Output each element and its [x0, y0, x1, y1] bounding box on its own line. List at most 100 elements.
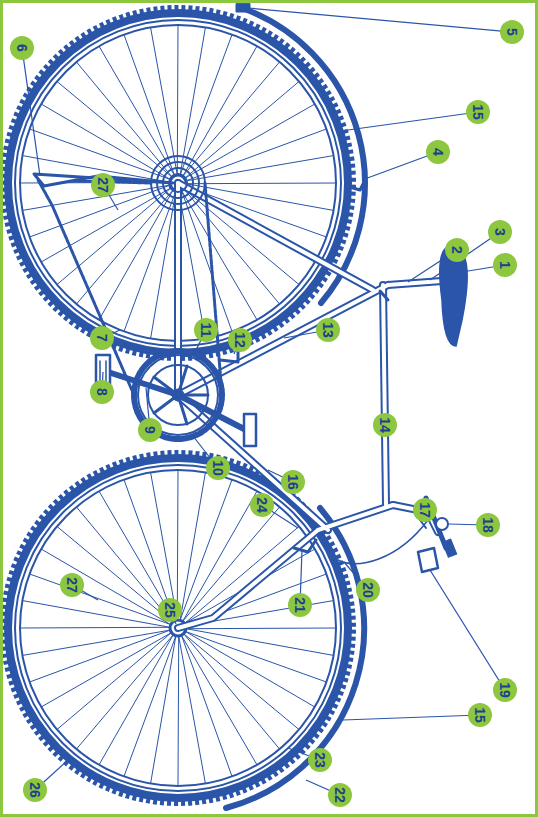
callout-number: 18 [481, 517, 495, 533]
callout-number: 20 [361, 582, 375, 598]
callout-number: 8 [95, 388, 109, 396]
spoke [185, 156, 334, 182]
spoke [178, 190, 205, 339]
spoke [183, 188, 280, 304]
spoke [180, 480, 232, 622]
callout-circle: 11 [194, 318, 218, 342]
spoke [182, 491, 257, 622]
callout-number: 27 [96, 177, 110, 193]
spoke [184, 631, 326, 682]
spoke [178, 635, 180, 786]
spoke [181, 634, 232, 776]
spoke [184, 104, 315, 179]
callout-circle: 19 [493, 678, 517, 702]
spoke [57, 81, 173, 178]
spoke [76, 634, 174, 749]
callout-circle: 9 [138, 418, 162, 442]
spoke [22, 630, 171, 656]
callout-number: 1 [498, 261, 512, 269]
callout-circle: 25 [158, 598, 182, 622]
wheels [3, 8, 353, 803]
callout-number: 6 [15, 44, 29, 52]
callout-circle: 18 [476, 513, 500, 537]
spoke [76, 189, 174, 304]
callout-number: 21 [293, 597, 307, 613]
callout-number: 22 [333, 787, 347, 803]
callout-circle: 15 [468, 703, 492, 727]
spoke [182, 62, 280, 177]
callout-number: 4 [431, 148, 445, 156]
callout-circle: 20 [356, 578, 380, 602]
callout-number: 23 [313, 752, 327, 768]
spoke [124, 635, 176, 777]
spoke [183, 633, 280, 749]
rear-fender [242, 8, 365, 303]
spoke [30, 574, 172, 625]
callout-number: 24 [255, 497, 269, 513]
rear-reflector [236, 4, 250, 12]
callout-circle: 14 [373, 413, 397, 437]
callout-circle: 3 [488, 220, 512, 244]
spoke [124, 35, 175, 177]
leader-lines [22, 8, 512, 795]
callout-circle: 13 [316, 318, 340, 342]
spoke [41, 549, 171, 625]
callout-circle: 12 [228, 328, 252, 352]
callout-circle: 27 [91, 173, 115, 197]
callout-circle: 10 [206, 456, 230, 480]
callout-circle: 15 [466, 100, 490, 124]
callout-number: 13 [321, 322, 335, 338]
spoke [185, 628, 334, 655]
bell [436, 518, 448, 530]
callout-number: 19 [498, 682, 512, 698]
spoke [177, 25, 179, 176]
callout-number: 11 [199, 323, 213, 338]
callout-circle: 1 [493, 253, 517, 277]
spoke [99, 46, 175, 176]
spoke [185, 183, 336, 185]
spoke [57, 526, 173, 623]
spoke [124, 190, 176, 332]
callout-circle: 16 [281, 470, 305, 494]
spoke [181, 634, 257, 764]
spoke [41, 104, 171, 180]
callout-number: 14 [378, 417, 392, 433]
spoke [41, 632, 172, 707]
spoke [99, 634, 174, 765]
spoke [99, 189, 174, 320]
spoke [183, 633, 299, 730]
callout-circle: 27 [60, 573, 84, 597]
callout-circle: 21 [288, 593, 312, 617]
callout-number: 16 [286, 474, 300, 490]
callout-number: 27 [65, 577, 79, 593]
spoke [76, 62, 173, 178]
callout-number: 10 [211, 460, 225, 476]
callout-circle: 22 [328, 783, 352, 807]
callout-number: 2 [450, 246, 464, 254]
front-lamp [418, 548, 438, 572]
spoke [185, 628, 336, 630]
callout-number: 15 [471, 104, 485, 120]
brake-cable [338, 520, 428, 564]
callout-number: 7 [95, 334, 109, 342]
rim [15, 465, 341, 791]
spoke [20, 627, 171, 629]
callout-circle: 26 [23, 778, 47, 802]
callout-circle: 24 [250, 493, 274, 517]
spoke [30, 630, 172, 682]
callout-number: 9 [143, 426, 157, 434]
callout-number: 3 [493, 228, 507, 236]
spoke [22, 601, 171, 628]
callout-circle: 4 [426, 140, 450, 164]
callout-number: 26 [28, 782, 42, 798]
callout-circle: 23 [308, 748, 332, 772]
front-brake [294, 540, 316, 552]
callout-circle: 2 [445, 238, 469, 262]
callout-circle: 7 [90, 326, 114, 350]
spoke [178, 635, 205, 784]
spoke [185, 129, 327, 181]
spoke [180, 35, 232, 177]
callout-number: 15 [473, 707, 487, 723]
